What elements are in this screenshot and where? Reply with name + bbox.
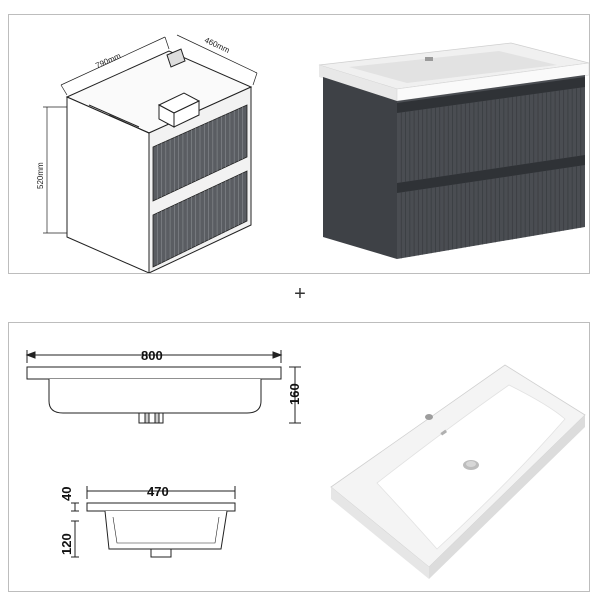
basin-depth-dimension [86, 486, 236, 499]
basin-width-dimension [25, 350, 283, 363]
cabinet-dimension-lines [43, 34, 258, 234]
plus-separator: + [294, 283, 306, 305]
cabinet-render-flutes [400, 87, 582, 259]
basin-rim-label: 40 [59, 487, 74, 501]
basin-side-section [86, 502, 236, 558]
overflow-icon [425, 57, 433, 61]
cabinet-line-flutes [156, 106, 244, 265]
overflow-slot-icon [440, 429, 448, 436]
basin-rim-dimension [71, 502, 79, 512]
basin-width-label: 800 [141, 348, 163, 363]
cabinet-depth-label: 460mm [203, 36, 231, 56]
cabinet-illustrations: 790mm 460mm 520mm [36, 34, 590, 274]
cabinet-panel: 790mm 460mm 520mm [8, 14, 590, 274]
basin-bowl-label: 120 [59, 533, 74, 555]
cabinet-height-label: 520mm [36, 162, 45, 189]
basin-panel: 800 160 470 40 [8, 322, 590, 592]
basin-render [330, 364, 586, 579]
basin-height-label: 160 [287, 383, 302, 405]
basin-front-elevation [26, 366, 282, 424]
basin-bowl-dimension [71, 520, 79, 558]
basin-depth-label: 470 [147, 484, 169, 499]
tap-hole-icon [425, 414, 433, 420]
cabinet-width-label: 790mm [94, 51, 122, 70]
basin-height-dimension [289, 366, 301, 424]
cabinet-render [318, 42, 590, 259]
basin-illustrations: 800 160 470 40 [25, 348, 586, 579]
